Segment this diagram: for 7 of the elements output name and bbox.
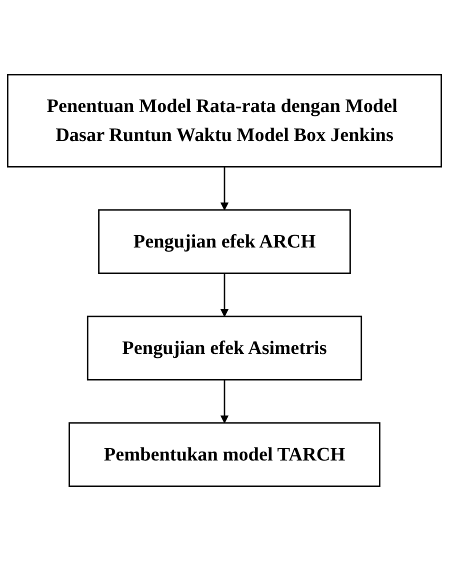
arrow [220, 380, 229, 424]
arrow [220, 166, 229, 210]
node-box: Pengujian efek ARCH [98, 209, 351, 274]
node-box: Pembentukan model TARCH [68, 422, 380, 487]
node-box: Penentuan Model Rata-rata dengan Model Dasar Runtun Waktu Model Box Jenkins [6, 74, 442, 168]
arrow [220, 273, 229, 317]
node-box: Pengujian efek Asimetris [86, 316, 362, 381]
